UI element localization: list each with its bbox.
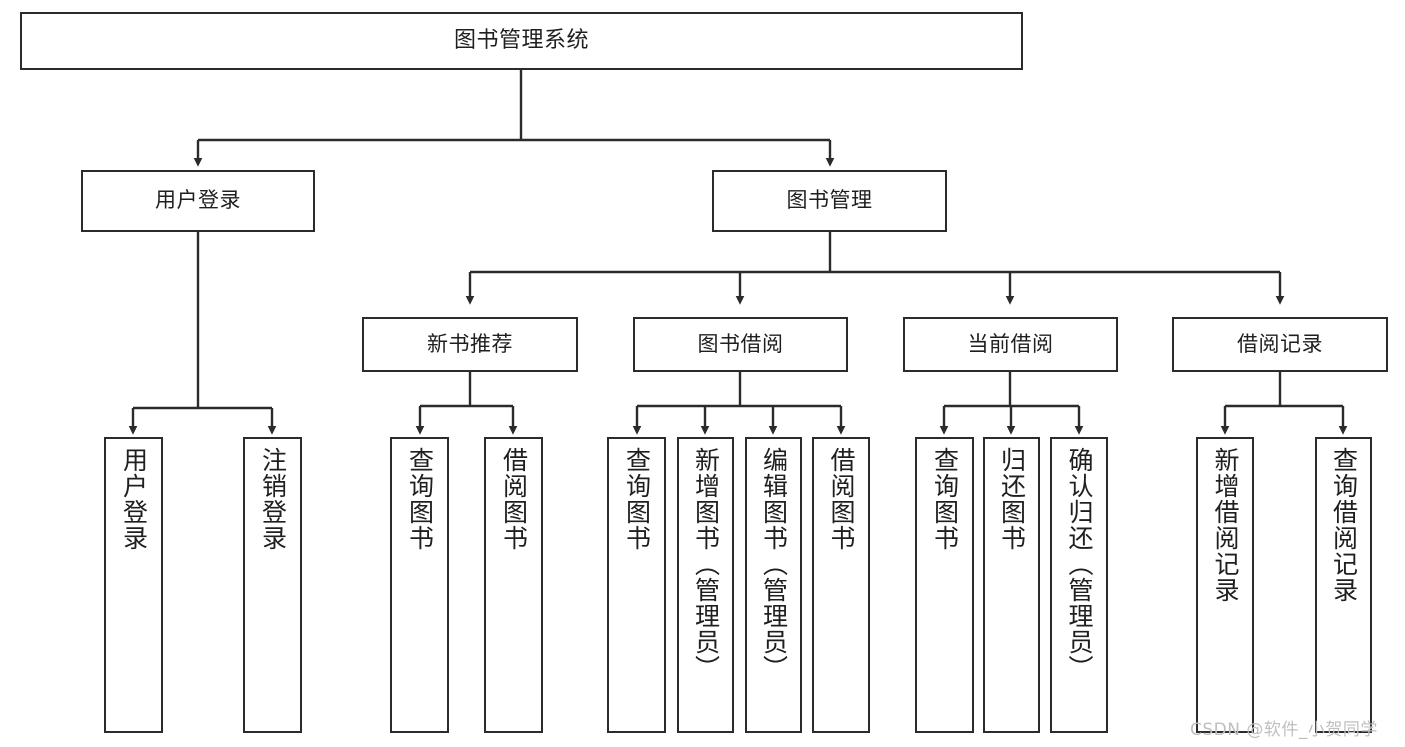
node-book-manage[interactable]: 图书管理 <box>712 170 947 232</box>
leaf-confirm-return[interactable]: 确认归还（管理员） <box>1050 437 1108 733</box>
node-label: 图书管理 <box>786 188 873 213</box>
node-label: 新书推荐 <box>427 331 513 356</box>
node-label: 用户登录 <box>155 188 241 213</box>
leaf-logout-login[interactable]: 注销登录 <box>243 437 302 733</box>
node-current-borrow[interactable]: 当前借阅 <box>903 317 1118 372</box>
leaf-query-record[interactable]: 查询借阅记录 <box>1315 437 1372 733</box>
node-label: 查询图书 <box>622 447 652 551</box>
node-label: 图书借阅 <box>697 331 784 356</box>
leaf-query-book-3[interactable]: 查询图书 <box>915 437 974 733</box>
leaf-borrow-book-1[interactable]: 借阅图书 <box>484 437 543 733</box>
node-label: 确认归还（管理员） <box>1065 447 1094 681</box>
node-book-borrow[interactable]: 图书借阅 <box>633 317 848 372</box>
node-label: 新增图书（管理员） <box>691 447 721 681</box>
leaf-add-record[interactable]: 新增借阅记录 <box>1196 437 1254 733</box>
node-label: 查询图书 <box>405 447 435 551</box>
node-new-book-recommend[interactable]: 新书推荐 <box>362 317 578 372</box>
node-label: 新增借阅记录 <box>1211 447 1240 603</box>
node-label: 归还图书 <box>997 447 1027 551</box>
node-label: 借阅图书 <box>499 447 529 551</box>
node-label: 当前借阅 <box>967 331 1054 356</box>
node-label: 编辑图书（管理员） <box>759 447 789 681</box>
node-label: 借阅图书 <box>827 447 856 551</box>
csdn-watermark: CSDN @软件_小贺同学 <box>1190 720 1378 740</box>
node-label: 借阅记录 <box>1237 331 1323 356</box>
node-label: 注销登录 <box>258 447 288 551</box>
node-label: 查询借阅记录 <box>1329 447 1359 603</box>
node-label: 图书管理系统 <box>453 27 589 53</box>
node-root[interactable]: 图书管理系统 <box>20 12 1023 70</box>
leaf-add-book[interactable]: 新增图书（管理员） <box>677 437 734 733</box>
leaf-return-book[interactable]: 归还图书 <box>983 437 1040 733</box>
leaf-borrow-book-2[interactable]: 借阅图书 <box>812 437 870 733</box>
node-label: 用户登录 <box>119 447 149 551</box>
leaf-user-login[interactable]: 用户登录 <box>104 437 163 733</box>
leaf-edit-book[interactable]: 编辑图书（管理员） <box>745 437 802 733</box>
node-borrow-record[interactable]: 借阅记录 <box>1172 317 1388 372</box>
node-user-login[interactable]: 用户登录 <box>81 170 315 232</box>
leaf-query-book-2[interactable]: 查询图书 <box>607 437 666 733</box>
node-label: 查询图书 <box>930 447 960 551</box>
leaf-query-book-1[interactable]: 查询图书 <box>390 437 449 733</box>
